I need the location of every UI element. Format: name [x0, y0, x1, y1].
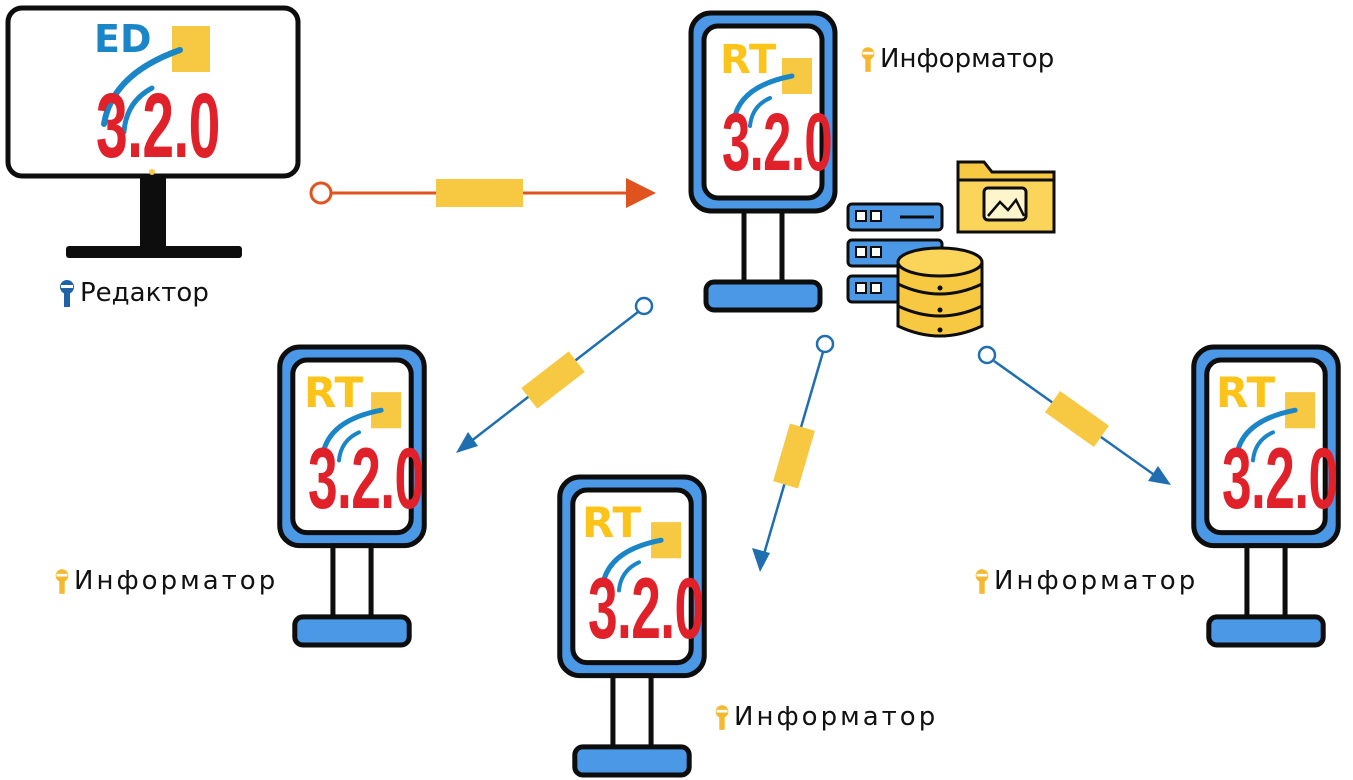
client-right-logo-version: 3.2.0 — [1222, 431, 1338, 527]
key-icon — [975, 568, 989, 594]
data-packet — [521, 351, 585, 409]
client-middle-logo-version: 3.2.0 — [588, 561, 704, 657]
editor-logo-prefix: ED — [94, 17, 152, 61]
server-kiosk: RT 3.2.0 — [688, 10, 838, 315]
client-kiosk-middle: RT 3.2.0 — [552, 474, 712, 780]
server-storage-group — [846, 160, 1056, 338]
client-left-logo-version: 3.2.0 — [308, 431, 424, 527]
server-caption-text: Информатор — [880, 44, 1055, 74]
editor-to-server-link — [309, 178, 656, 208]
key-icon — [55, 568, 69, 594]
client-kiosk-right: RT 3.2.0 — [1186, 344, 1346, 650]
server-logo-prefix: RT — [720, 37, 777, 83]
kiosk-icon — [1191, 344, 1341, 648]
kiosk-icon — [277, 344, 427, 648]
editor-monitor: ED 3.2.0 — [4, 4, 304, 274]
key-icon — [861, 46, 875, 72]
client-right-logo-prefix: RT — [1216, 368, 1276, 417]
image-folder-icon — [956, 160, 1056, 234]
data-packet — [1045, 391, 1109, 447]
client-right-caption: Информатор — [972, 566, 1198, 596]
server-logo-version: 3.2.0 — [722, 97, 833, 188]
client-middle-caption-text: Информатор — [734, 702, 939, 732]
kiosk-icon — [688, 10, 838, 313]
editor-caption: Редактор — [56, 278, 209, 309]
data-packet — [436, 179, 523, 207]
client-left-logo-prefix: RT — [304, 368, 364, 417]
server-to-left-client-link — [456, 296, 654, 453]
client-middle-logo-prefix: RT — [582, 498, 642, 547]
client-left-caption: Информатор — [52, 566, 278, 596]
monitor-icon — [5, 5, 301, 258]
client-left-caption-text: Информатор — [74, 566, 279, 596]
kiosk-icon — [557, 474, 707, 778]
data-packet — [773, 423, 815, 489]
client-right-caption-text: Информатор — [994, 566, 1199, 596]
server-caption: Информатор — [858, 44, 1054, 74]
database-icon — [896, 246, 984, 338]
editor-logo-version: 3.2.0 — [96, 75, 220, 177]
client-middle-caption: Информатор — [712, 702, 938, 732]
server-to-right-client-link — [977, 345, 1171, 485]
key-icon — [715, 704, 729, 730]
server-to-middle-client-link — [752, 334, 835, 572]
editor-caption-text: Редактор — [80, 278, 209, 308]
client-kiosk-left: RT 3.2.0 — [272, 344, 432, 650]
key-icon — [60, 279, 74, 307]
